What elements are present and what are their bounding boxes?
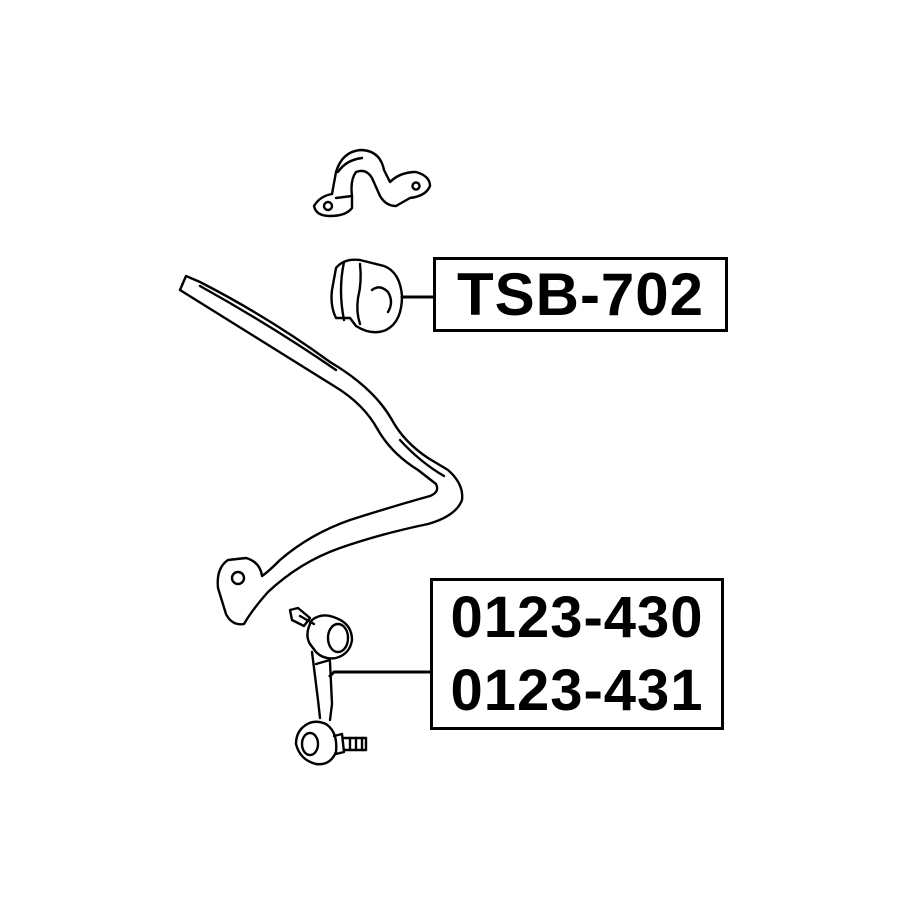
link-part-number-left: 0123-430: [450, 585, 704, 650]
stabilizer-link: [288, 606, 368, 766]
bushing-part-number: TSB-702: [433, 257, 728, 332]
link-part-number-right: 0123-431: [450, 658, 704, 723]
link-part-number-box: 0123-430 0123-431: [430, 578, 724, 730]
stabilizer-bar: [178, 274, 464, 626]
stabilizer-bushing: [330, 258, 404, 334]
stabilizer-bracket: [312, 148, 432, 218]
link-leader-line: [328, 670, 433, 678]
